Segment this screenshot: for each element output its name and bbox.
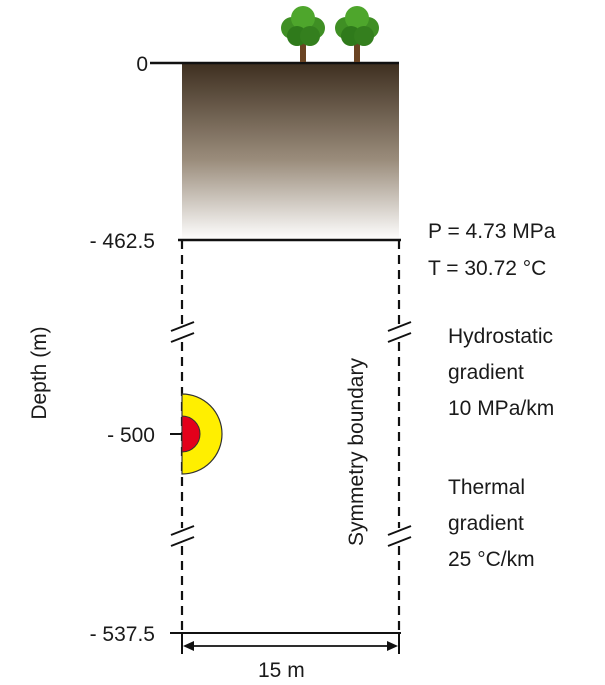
tick-label-0: 0 xyxy=(136,53,148,76)
axis-break-symbol xyxy=(387,321,412,343)
tree-icon xyxy=(281,6,325,62)
hydrostatic-gradient-text: Hydrostatic gradient 10 MPa/km xyxy=(448,319,554,427)
thermal-line1: Thermal xyxy=(448,476,526,499)
hydrostatic-line1: Hydrostatic xyxy=(448,325,554,348)
thermal-line2: gradient xyxy=(448,512,524,535)
pressure-label: P = 4.73 MPa xyxy=(428,220,556,243)
tree-icon xyxy=(335,6,379,62)
arrowhead-left xyxy=(183,641,194,651)
hydrostatic-line2: gradient xyxy=(448,361,524,384)
tick-label-462.5: - 462.5 xyxy=(89,230,155,253)
width-label: 15 m xyxy=(258,659,305,682)
axis-break-symbol xyxy=(170,525,195,547)
inner-zone-red xyxy=(181,415,201,453)
symmetry-boundary-label: Symmetry boundary xyxy=(345,358,368,546)
thermal-line3: 25 °C/km xyxy=(448,548,535,571)
outer-zone-yellow xyxy=(181,393,223,475)
thermal-gradient-text: Thermal gradient 25 °C/km xyxy=(448,470,535,578)
depth-axis-label: Depth (m) xyxy=(28,326,51,420)
tick-label-500: - 500 xyxy=(107,424,155,447)
hydrostatic-line3: 10 MPa/km xyxy=(448,397,555,420)
soil-overburden xyxy=(182,63,399,240)
axis-break-symbol xyxy=(170,321,195,343)
tick-label-537.5: - 537.5 xyxy=(89,623,155,646)
axis-break-symbol xyxy=(387,525,412,547)
temperature-label: T = 30.72 °C xyxy=(428,257,547,280)
arrowhead-right xyxy=(387,641,398,651)
